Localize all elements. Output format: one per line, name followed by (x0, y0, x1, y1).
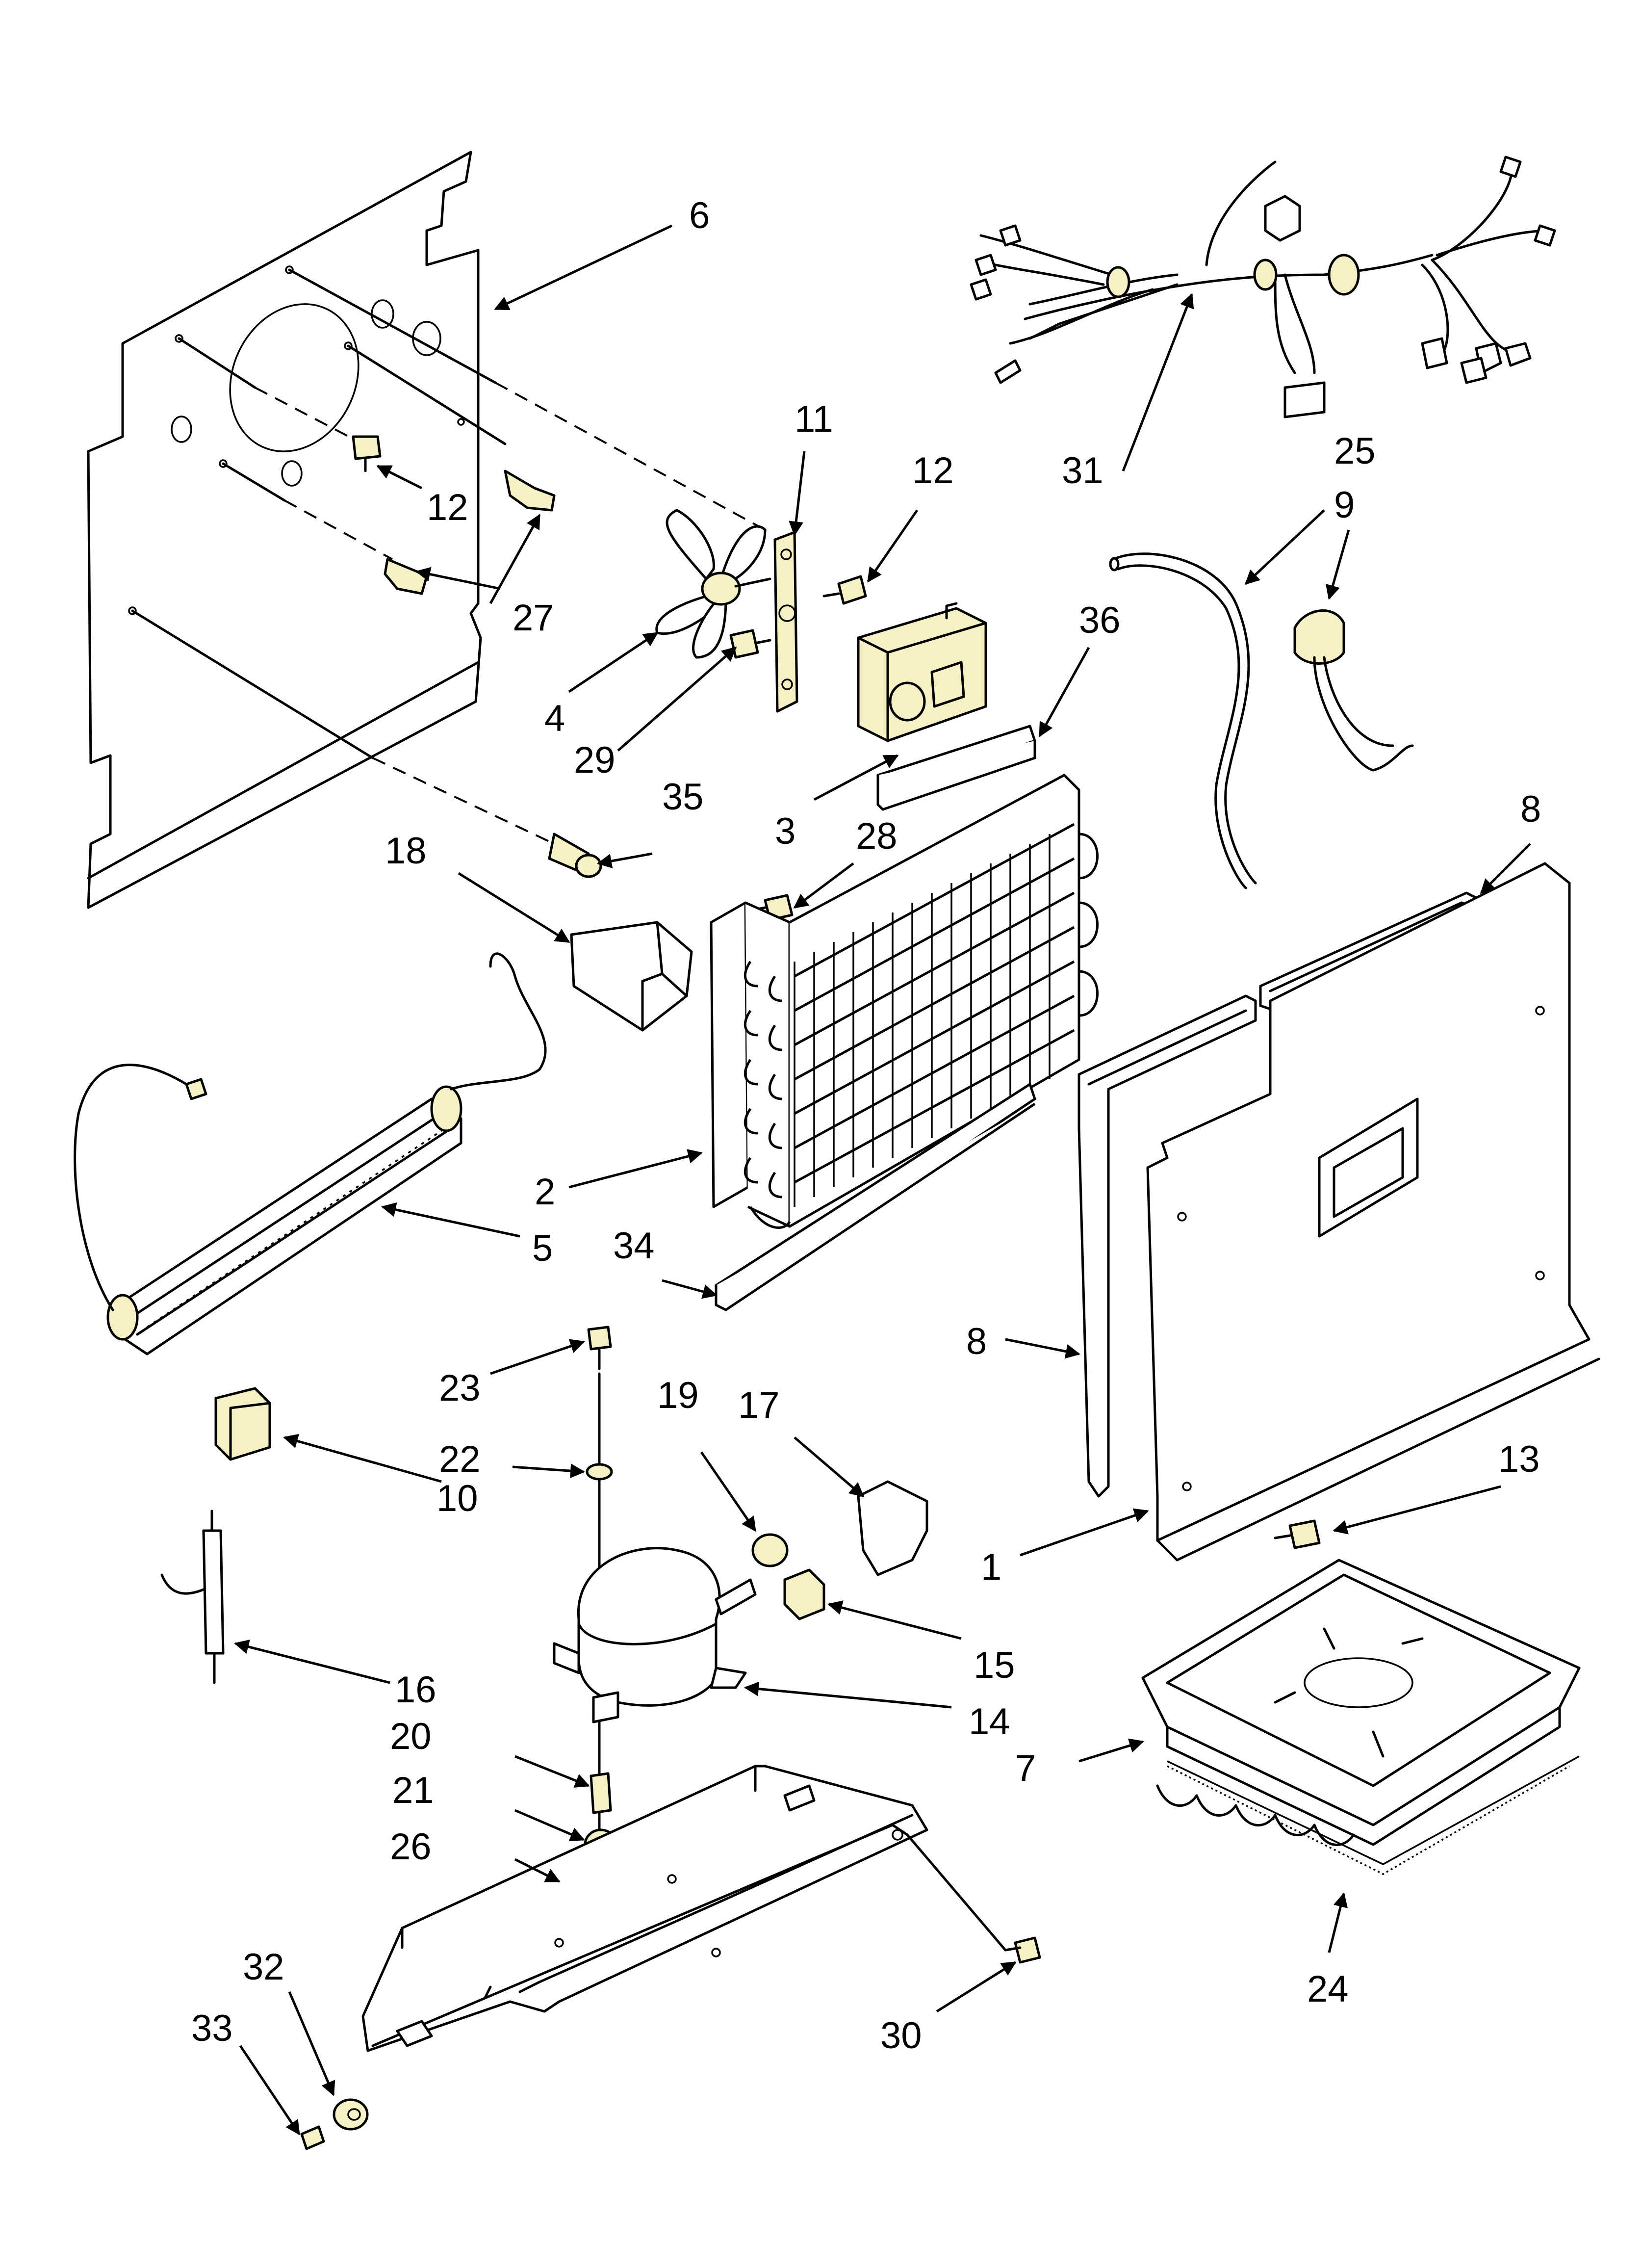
callout-20: 20 (390, 1716, 432, 1757)
callout-26: 26 (390, 1826, 432, 1868)
washer-22 (586, 1463, 613, 1481)
callout-labels: 6 12 27 11 12 4 29 31 25 9 36 3 35 28 18… (191, 195, 1541, 2057)
alignment-lines (131, 268, 766, 845)
callout-17: 17 (738, 1384, 780, 1426)
callout-12: 12 (912, 450, 954, 492)
fan-blade-4 (655, 509, 771, 659)
callout-36: 36 (1079, 600, 1121, 641)
callout-1: 1 (981, 1546, 1001, 1588)
drier-16 (160, 1510, 225, 1684)
callout-4: 4 (544, 698, 565, 739)
bracket-11 (773, 531, 798, 713)
screw-30 (906, 1833, 1041, 1964)
screw-12-left (352, 435, 382, 472)
callout-7: 7 (1015, 1747, 1036, 1789)
callout-5: 5 (532, 1227, 553, 1269)
overload-19 (751, 1533, 789, 1567)
callout-34: 34 (613, 1225, 655, 1267)
screw-12-right (822, 575, 867, 605)
heater-coil-24 (1156, 1755, 1580, 1865)
callout-13: 13 (1498, 1438, 1540, 1480)
screw-29 (729, 629, 771, 659)
callout-25: 25 (1334, 430, 1376, 472)
callout-12: 12 (427, 487, 468, 528)
callout-24: 24 (1307, 1968, 1349, 2010)
callout-29: 29 (574, 739, 616, 781)
callout-32: 32 (243, 1946, 284, 1988)
cover-18 (570, 921, 693, 1032)
callout-2: 2 (535, 1171, 555, 1213)
callout-30: 30 (880, 2015, 922, 2057)
heater-5 (74, 952, 547, 1356)
tube-25 (1109, 552, 1257, 889)
callout-33: 33 (191, 2007, 233, 2049)
gasket-8-left (1078, 994, 1257, 1498)
callout-11: 11 (795, 398, 833, 440)
sensor-35 (548, 833, 602, 878)
callout-35: 35 (662, 776, 704, 818)
back-panel-6 (87, 151, 482, 909)
callout-31: 31 (1062, 450, 1103, 492)
leader-arrows (234, 224, 1531, 2136)
channel-36 (876, 725, 1036, 811)
callout-16: 16 (395, 1669, 436, 1711)
callout-18: 18 (385, 830, 427, 872)
callout-15: 15 (974, 1644, 1015, 1686)
callout-19: 19 (657, 1375, 699, 1416)
switch-9 (1293, 609, 1414, 772)
callout-22: 22 (439, 1438, 481, 1480)
callout-28: 28 (856, 815, 898, 857)
callout-23: 23 (439, 1367, 481, 1409)
liner-8 (1146, 862, 1600, 1562)
sleeve-33 (300, 2125, 325, 2150)
callout-21: 21 (392, 1770, 434, 1811)
grommet-32 (333, 2098, 369, 2131)
motor-3 (857, 602, 987, 742)
relay-15 (783, 1568, 825, 1620)
screw-13 (1274, 1519, 1321, 1549)
base-plate-26 (361, 1765, 928, 2052)
callout-10: 10 (436, 1478, 478, 1519)
callout-9: 9 (1334, 484, 1355, 526)
callout-3: 3 (775, 810, 795, 852)
evaporator-2 (710, 774, 1099, 1229)
callout-14: 14 (969, 1701, 1010, 1743)
wire-harness-31 (970, 156, 1556, 418)
relay-10 (214, 1387, 271, 1461)
callout-8: 8 (1520, 788, 1541, 830)
callout-8: 8 (966, 1321, 987, 1362)
drain-pan-7 (1141, 1559, 1581, 1875)
compressor-14 (553, 1547, 757, 1723)
callout-6: 6 (689, 195, 710, 236)
callout-27: 27 (513, 597, 554, 639)
spacer-20 (590, 1772, 612, 1814)
bracket-17 (857, 1480, 928, 1576)
